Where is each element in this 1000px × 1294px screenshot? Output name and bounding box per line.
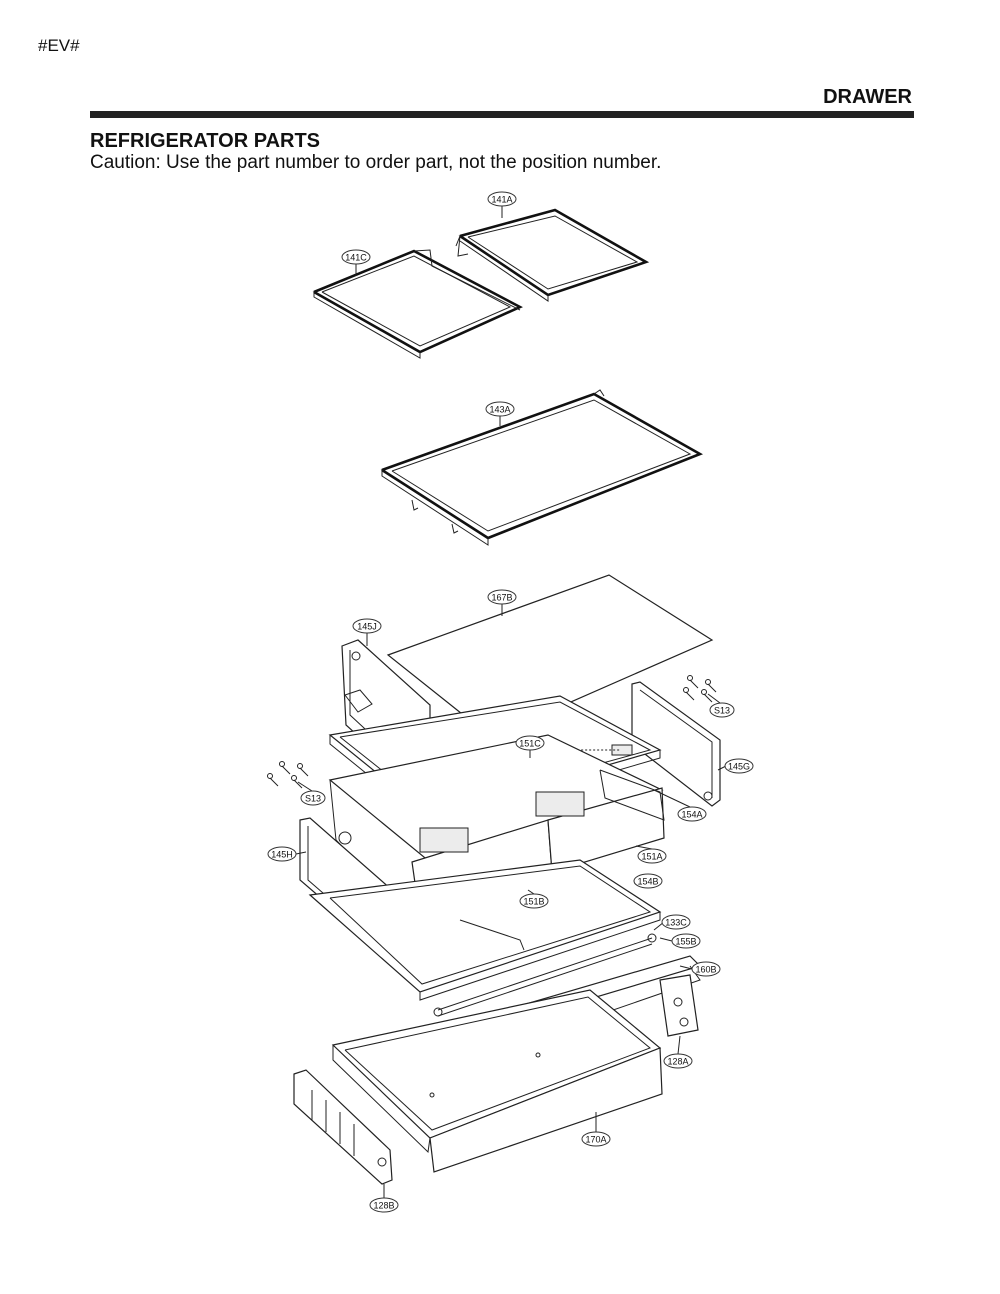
callout-145g: 145G	[724, 758, 754, 774]
callout-133c: 133C	[661, 914, 691, 930]
drawer-170a	[331, 989, 663, 1173]
callout-151b: 151B	[519, 893, 549, 909]
shelf-141a	[455, 208, 650, 302]
caution-note: Caution: Use the part number to order pa…	[90, 152, 662, 173]
callout-128a: 128A	[663, 1053, 693, 1069]
callout-154b-label: 154B	[637, 877, 658, 887]
document-code: #EV#	[38, 36, 80, 55]
frame-154b	[308, 859, 662, 1001]
callout-141a: 141A	[487, 191, 517, 207]
callout-141a-label: 141A	[491, 195, 512, 205]
callout-s13-left: S13	[300, 790, 326, 806]
callout-151a-label: 151A	[641, 852, 662, 862]
callout-128b: 128B	[369, 1197, 399, 1213]
callout-151a: 151A	[637, 848, 667, 864]
callout-154b: 154B	[633, 873, 663, 889]
cover-glass-167b	[386, 574, 714, 738]
callout-143a-label: 143A	[489, 405, 510, 415]
bracket-128b	[293, 1069, 393, 1185]
callout-170a: 170A	[581, 1131, 611, 1147]
header-rule	[90, 111, 914, 118]
slide-rail-133c	[433, 933, 657, 1017]
callout-160b: 160B	[691, 961, 721, 977]
screws-s13-left	[267, 761, 309, 789]
callout-160b-label: 160B	[695, 965, 716, 975]
shelf-143a	[380, 389, 704, 546]
callout-145h: 145H	[267, 846, 297, 862]
callout-141c-label: 141C	[345, 253, 367, 263]
callout-151c: 151C	[515, 735, 545, 751]
callout-128a-label: 128A	[667, 1057, 688, 1067]
page-title: REFRIGERATOR PARTS	[90, 130, 321, 152]
crisper-bin-151a	[328, 734, 665, 919]
callout-151c-label: 151C	[519, 739, 541, 749]
callout-167b: 167B	[487, 589, 517, 605]
screws-s13-right	[683, 675, 717, 703]
bracket-128a	[659, 974, 699, 1037]
section-title: DRAWER	[823, 86, 912, 108]
callout-151b-label: 151B	[523, 897, 544, 907]
leader-lines	[295, 206, 727, 1198]
callout-167b-label: 167B	[491, 593, 512, 603]
callout-154a: 154A	[677, 806, 707, 822]
callout-155b-label: 155B	[675, 937, 696, 947]
callout-143a: 143A	[485, 401, 515, 417]
callout-145h-label: 145H	[271, 850, 293, 860]
shelf-141c	[312, 249, 523, 359]
callout-141c: 141C	[341, 249, 371, 265]
callout-170a-label: 170A	[585, 1135, 606, 1145]
divider-154a	[599, 769, 665, 821]
callout-s13-left-label: S13	[305, 794, 321, 804]
callout-133c-label: 133C	[665, 918, 687, 928]
callout-145g-label: 145G	[728, 762, 750, 772]
callout-128b-label: 128B	[373, 1201, 394, 1211]
callout-145j-label: 145J	[357, 622, 377, 632]
callout-155b: 155B	[671, 933, 701, 949]
callout-145j: 145J	[352, 618, 382, 634]
callout-s13-right-label: S13	[714, 706, 730, 716]
callout-s13-right: S13	[709, 702, 735, 718]
callout-154a-label: 154A	[681, 810, 702, 820]
